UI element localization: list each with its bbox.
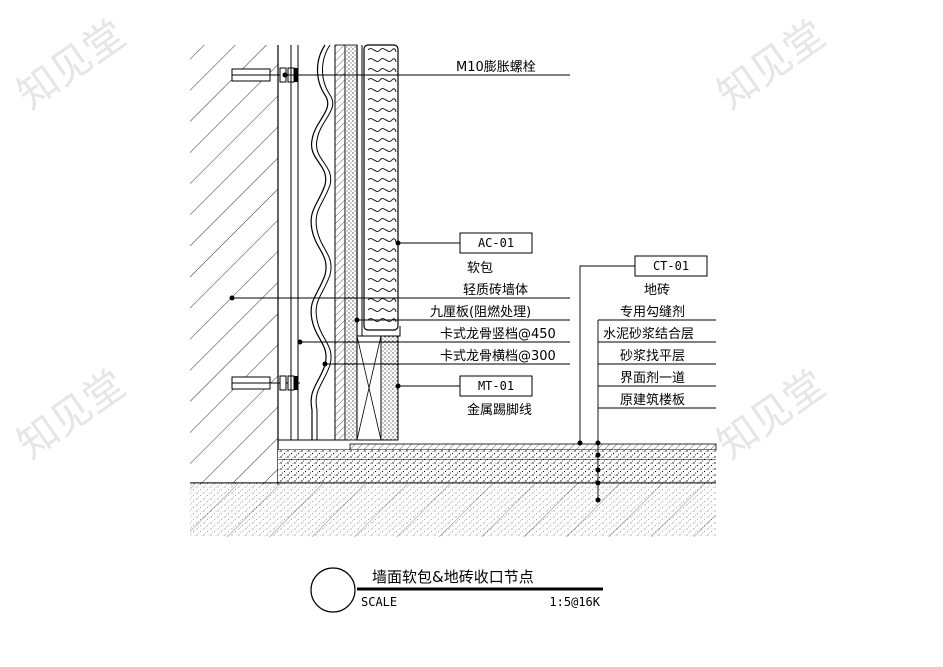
light-brick-layer [344,44,358,441]
tag-ac-01: AC-01 [459,232,533,254]
nine-ply-board [334,44,346,441]
tag-ct-01: CT-01 [634,255,708,277]
soft-pack-wave [367,288,397,293]
title-block: 墙面软包&地砖收口节点 SCALE 1:5@16K [310,567,603,613]
tag-ct-01-text: CT-01 [653,259,689,273]
expansion-bolt-bottom [231,375,300,391]
drawing-title: 墙面软包&地砖收口节点 [372,568,534,586]
soft-pack-wave [367,78,397,83]
soft-pack-wave [367,208,397,213]
soft-pack-wave [367,218,397,223]
label-light-brick: 轻质砖墙体 [463,283,528,298]
soft-pack-wave [367,198,397,203]
soft-pack-wave [367,128,397,133]
soft-pack-wave [367,258,397,263]
soft-pack-wave [367,118,397,123]
label-nine-board: 九厘板(阻燃处理) [430,304,531,320]
watermark-group: 知见堂 知见堂 知见堂 知见堂 [9,12,834,469]
soft-pack-wave [367,228,397,233]
soft-pack-wave [367,268,397,273]
label-metal-skirting: 金属踢脚线 [467,402,532,418]
soft-pack-wave [367,248,397,253]
soft-pack-layer [363,44,399,331]
tag-ac-01-text: AC-01 [478,236,514,250]
label-grout: 专用勾缝剂 [620,305,685,320]
label-leveling: 砂浆找平层 [620,349,685,364]
soft-pack-wave [367,308,397,313]
watermark-text: 知见堂 [9,12,134,119]
label-cement-mortar: 水泥砂浆结合层 [603,327,694,342]
structural-wall [190,45,278,485]
soft-pack-wave [367,68,397,73]
metal-skirting [380,335,399,441]
leader-dots [229,72,601,503]
soft-pack-wave [367,158,397,163]
tag-mt-01-text: MT-01 [478,379,514,393]
soft-pack-wave [367,58,397,63]
leader-lines [232,74,716,500]
label-floor-tile: 地砖 [644,283,670,298]
leveling-layer [278,460,716,482]
soft-pack-wave [367,188,397,193]
soft-pack-wave [367,148,397,153]
soft-pack-wave [367,178,397,183]
cement-mortar-layer [278,450,716,460]
soft-pack-waves [367,48,397,323]
label-keel-horizontal: 卡式龙骨横档@300 [440,349,556,364]
soft-pack-wave [367,88,397,93]
scale-label: SCALE [361,595,397,609]
soft-pack-wave [367,98,397,103]
label-slab: 原建筑楼板 [620,392,685,408]
scale-value: 1:5@16K [549,595,600,609]
soft-pack-wave [367,48,397,53]
watermark-text: 知见堂 [9,362,134,469]
floor-tile [349,443,717,451]
title-circle [310,567,356,613]
soft-pack-wave [367,278,397,283]
label-soft-pack: 软包 [467,261,493,276]
label-keel-vertical: 卡式龙骨竖档@450 [440,327,556,342]
soft-pack-wave [367,138,397,143]
soft-pack-wave [367,298,397,303]
watermark-text: 知见堂 [709,12,834,119]
tag-mt-01: MT-01 [459,375,533,397]
soft-pack-wave [367,238,397,243]
keel-profile [310,44,329,440]
soft-pack-wave [367,108,397,113]
label-interface: 界面剂一道 [620,371,685,386]
watermark-text: 知见堂 [709,362,834,469]
label-bolt: M10膨胀螺栓 [456,60,536,75]
soft-pack-wave [367,168,397,173]
